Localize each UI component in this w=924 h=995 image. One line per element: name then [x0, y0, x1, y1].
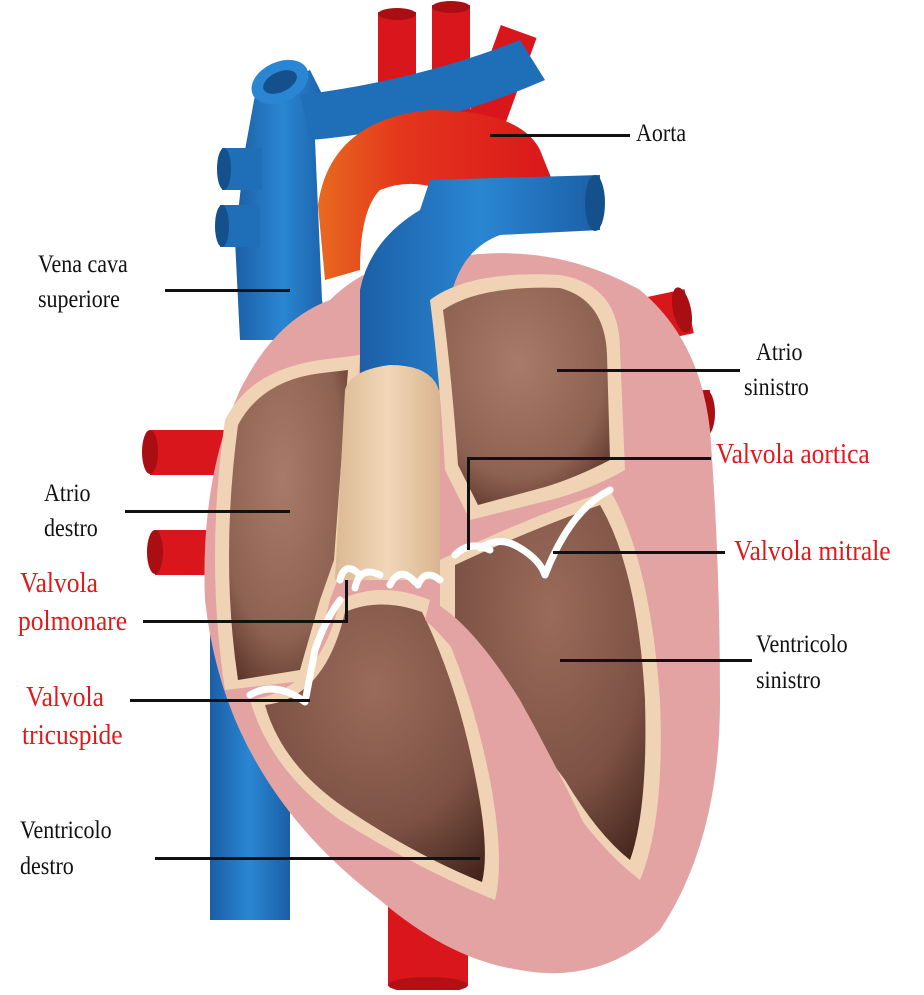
leader-atrio-destro — [125, 510, 290, 513]
leader-aorta — [490, 134, 630, 137]
leader-ventricolo-destro — [155, 857, 480, 860]
label-valvola-polmonare-1: Valvola — [20, 568, 98, 598]
label-ventricolo-sinistro-1: Ventricolo — [756, 630, 848, 660]
label-valvola-tricuspide-2: tricuspide — [22, 720, 123, 750]
label-ventricolo-destro-1: Ventricolo — [20, 816, 112, 846]
label-atrio-destro-2: destro — [44, 514, 98, 544]
label-aorta: Aorta — [636, 119, 686, 149]
label-valvola-polmonare-2: polmonare — [18, 606, 127, 636]
label-vena-cava-2: superiore — [38, 285, 120, 315]
label-ventricolo-destro-2: destro — [20, 852, 74, 882]
label-valvola-mitrale: Valvola mitrale — [734, 536, 891, 566]
label-valvola-tricuspide-1: Valvola — [26, 682, 104, 712]
leader-valvola-mitrale — [553, 551, 725, 554]
leader-valvola-aortica-h — [467, 457, 711, 460]
leader-valvola-aortica-v — [467, 457, 470, 550]
label-valvola-aortica: Valvola aortica — [716, 439, 870, 469]
pulmonary-trunk-interior — [335, 365, 440, 580]
label-vena-cava-1: Vena cava — [38, 250, 128, 280]
label-atrio-sinistro-1: Atrio — [756, 338, 802, 368]
leader-valvola-polmonare-h — [143, 620, 348, 623]
label-atrio-sinistro-2: sinistro — [744, 373, 809, 403]
leader-atrio-sinistro — [557, 369, 740, 372]
label-atrio-destro-1: Atrio — [44, 479, 90, 509]
label-ventricolo-sinistro-2: sinistro — [756, 666, 821, 696]
leader-valvola-polmonare-v — [345, 580, 348, 623]
leader-vena-cava — [165, 289, 290, 292]
leader-valvola-tricuspide — [130, 699, 310, 702]
leader-ventricolo-sinistro — [560, 659, 752, 662]
